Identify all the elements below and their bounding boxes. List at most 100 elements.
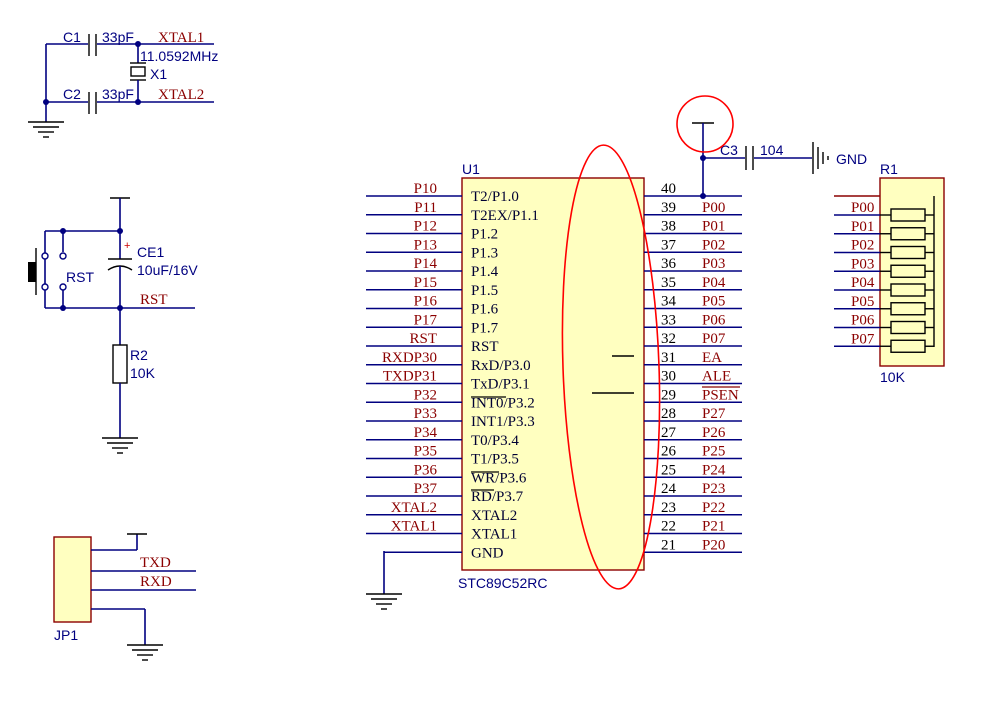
r1-net-label: P03 bbox=[851, 256, 874, 272]
x1-value: 11.0592MHz bbox=[140, 48, 218, 64]
ground-icon bbox=[127, 644, 163, 661]
mcu-right-net-label: P21 bbox=[702, 519, 725, 535]
net-label-rst: RST bbox=[140, 292, 168, 308]
mcu-pin-name: T2/P1.0 bbox=[471, 189, 519, 205]
decoupling-c3: C3 104 GND bbox=[692, 122, 867, 199]
mcu-right-net-label: P26 bbox=[702, 425, 726, 441]
mcu-pin-name: P1.5 bbox=[471, 283, 498, 299]
mcu-left-net-label: P36 bbox=[414, 462, 438, 478]
r2-value: 10K bbox=[130, 365, 156, 381]
mcu-right-net-label: P03 bbox=[702, 256, 725, 272]
ground-icon bbox=[366, 593, 402, 610]
mcu-right-net-label: P22 bbox=[702, 500, 725, 516]
c1-ref: C1 bbox=[63, 29, 81, 45]
mcu-left-net-label: XTAL1 bbox=[391, 519, 437, 535]
mcu-pin-name: P1.6 bbox=[471, 302, 499, 318]
mcu-right-net-label: EA bbox=[702, 350, 722, 366]
ce1-value: 10uF/16V bbox=[137, 262, 198, 278]
mcu-right-net-label: P20 bbox=[702, 537, 725, 553]
mcu-pin-number: 22 bbox=[661, 519, 676, 535]
mcu-right-net-label: P04 bbox=[702, 275, 726, 291]
mcu-pin-name: RST bbox=[471, 339, 499, 355]
mcu-pin-number: 29 bbox=[661, 387, 676, 403]
mcu-right-net-label: P27 bbox=[702, 406, 726, 422]
mcu-pin-name: GND bbox=[471, 545, 504, 561]
junction-dot bbox=[135, 41, 141, 47]
mcu-left-net-label: P16 bbox=[414, 294, 438, 310]
mcu-body bbox=[461, 177, 645, 571]
mcu-right-net-label: PSEN bbox=[702, 387, 739, 403]
mcu-right-net-label: P00 bbox=[702, 200, 725, 216]
mcu-pin-name: INT0/P3.2 bbox=[471, 395, 535, 411]
mcu-left-net-label: P35 bbox=[414, 444, 437, 460]
mcu-left-net-label: P32 bbox=[414, 387, 437, 403]
jp1-ref: JP1 bbox=[54, 627, 78, 643]
mcu-right-net-label: P23 bbox=[702, 481, 725, 497]
mcu-pin-name: P1.4 bbox=[471, 264, 499, 280]
junction-dot bbox=[60, 305, 66, 311]
mcu-left-net-label: TXDP31 bbox=[383, 369, 437, 385]
mcu-pin-number: 40 bbox=[661, 181, 676, 197]
junction-dot bbox=[60, 228, 66, 234]
r1-net-label: P05 bbox=[851, 294, 874, 310]
mcu-left-pins: T2/P1.0P10T2EX/P1.1P11P1.2P12P1.3P13P1.4… bbox=[366, 181, 539, 561]
mcu-pin-number: 38 bbox=[661, 219, 676, 235]
mcu-right-net-label: P07 bbox=[702, 331, 726, 347]
mcu-pin-number: 34 bbox=[661, 294, 677, 310]
x1-body bbox=[130, 66, 146, 77]
mcu-left-net-label: P33 bbox=[414, 406, 437, 422]
c3-ref: C3 bbox=[720, 142, 738, 158]
net-label-rxd: RXD bbox=[140, 574, 172, 590]
mcu-pin-name: P1.2 bbox=[471, 227, 498, 243]
highlight-ellipse bbox=[561, 144, 661, 590]
mcu-pin-number: 32 bbox=[661, 331, 676, 347]
crystal-circuit: C1 33pF XTAL1 11.0592MHz X1 C2 33pF XTAL… bbox=[28, 29, 218, 138]
r1-value: 10K bbox=[880, 369, 906, 385]
mcu-left-net-label: RST bbox=[409, 331, 437, 347]
junction-dot bbox=[700, 155, 706, 161]
mcu-right-net-label: P25 bbox=[702, 444, 725, 460]
mcu-ref: U1 bbox=[462, 161, 480, 177]
junction-dot bbox=[700, 193, 706, 199]
reset-circuit: RST + CE1 10uF/16V RST R2 10K bbox=[28, 197, 198, 454]
r1-ref: R1 bbox=[880, 161, 898, 177]
net-label-xtal1: XTAL1 bbox=[158, 30, 204, 46]
r1-net-label: P07 bbox=[851, 331, 875, 347]
mcu-pin-name: RD/P3.7 bbox=[471, 489, 524, 505]
pushbutton-icon bbox=[28, 248, 67, 295]
mcu-right-net-label: P05 bbox=[702, 294, 725, 310]
junction-dot bbox=[43, 99, 49, 105]
mcu-pin-number: 25 bbox=[661, 462, 676, 478]
net-label-txd: TXD bbox=[140, 555, 171, 571]
mcu-part-number: STC89C52RC bbox=[458, 575, 547, 591]
mcu-pin-name: RxD/P3.0 bbox=[471, 358, 531, 374]
r2-body bbox=[112, 344, 128, 384]
ground-icon bbox=[28, 121, 64, 138]
net-label-xtal2: XTAL2 bbox=[158, 87, 204, 103]
junction-dot bbox=[117, 305, 123, 311]
ground-icon bbox=[812, 142, 829, 174]
mcu-pin-name: XTAL1 bbox=[471, 527, 517, 543]
mcu-right-net-label: P01 bbox=[702, 219, 725, 235]
mcu-right-net-label: P02 bbox=[702, 237, 725, 253]
highlight-circle bbox=[676, 95, 734, 153]
ce1-polarity-mark: + bbox=[124, 240, 130, 252]
mcu-pin-number: 24 bbox=[661, 481, 677, 497]
ce1-ref: CE1 bbox=[137, 244, 164, 260]
mcu-pin-name: TxD/P3.1 bbox=[471, 377, 530, 393]
mcu-pin-number: 30 bbox=[661, 369, 676, 385]
mcu-pin-number: 36 bbox=[661, 256, 677, 272]
mcu-left-net-label: XTAL2 bbox=[391, 500, 437, 516]
mcu-pin-number: 37 bbox=[661, 237, 677, 253]
switch-ref: RST bbox=[66, 269, 94, 285]
mcu-left-net-label: P13 bbox=[414, 237, 437, 253]
mcu-pin-number: 39 bbox=[661, 200, 676, 216]
jp1-body bbox=[53, 536, 92, 623]
r1-net-label: P02 bbox=[851, 238, 874, 254]
mcu-pin-number: 21 bbox=[661, 537, 676, 553]
mcu-pin-number: 33 bbox=[661, 312, 676, 328]
